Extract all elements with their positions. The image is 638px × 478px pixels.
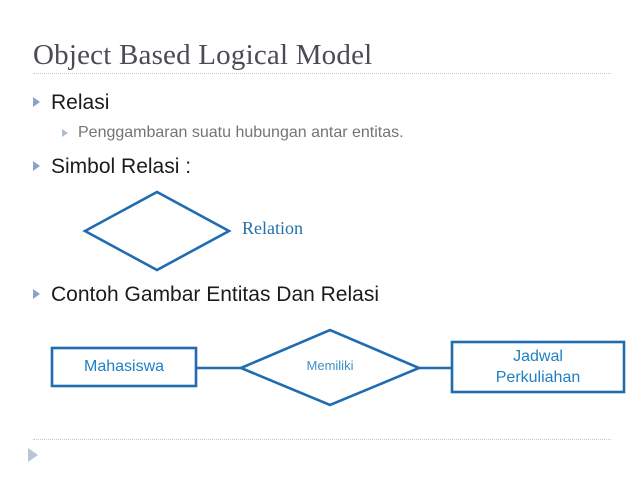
triangle-bullet-icon bbox=[33, 289, 40, 299]
triangle-bullet-icon bbox=[33, 97, 40, 107]
relation-symbol-label: Relation bbox=[242, 218, 303, 238]
bullet-item-penggambaran: Penggambaran suatu hubungan antar entita… bbox=[62, 123, 404, 143]
entity-label-line2: Perkuliahan bbox=[495, 369, 581, 386]
triangle-bullet-icon bbox=[33, 161, 40, 171]
entity-label-jadwal-perkuliahan: Jadwal Perkuliahan bbox=[452, 342, 624, 392]
title-divider bbox=[33, 73, 611, 74]
entity-label-mahasiswa: Mahasiswa bbox=[83, 358, 165, 375]
bullet-label: Relasi bbox=[51, 91, 110, 114]
bullet-item-simbol-relasi: Simbol Relasi : bbox=[33, 154, 191, 179]
bullet-item-contoh-gambar: Contoh Gambar Entitas Dan Relasi bbox=[33, 282, 379, 307]
relation-symbol-diamond bbox=[82, 190, 232, 272]
bullet-label: Simbol Relasi : bbox=[51, 155, 192, 178]
relationship-label-memiliki: Memiliki bbox=[306, 358, 354, 373]
bullet-item-relasi: Relasi bbox=[33, 90, 109, 115]
triangle-bullet-icon bbox=[62, 129, 68, 137]
bullet-label: Penggambaran suatu hubungan antar entita… bbox=[78, 124, 404, 141]
bullet-label: Contoh Gambar Entitas Dan Relasi bbox=[51, 283, 379, 306]
triangle-footer-icon bbox=[28, 448, 38, 462]
slide-title: Object Based Logical Model bbox=[33, 39, 373, 71]
footer-divider bbox=[33, 439, 611, 440]
entity-label-line1: Jadwal bbox=[513, 348, 563, 365]
